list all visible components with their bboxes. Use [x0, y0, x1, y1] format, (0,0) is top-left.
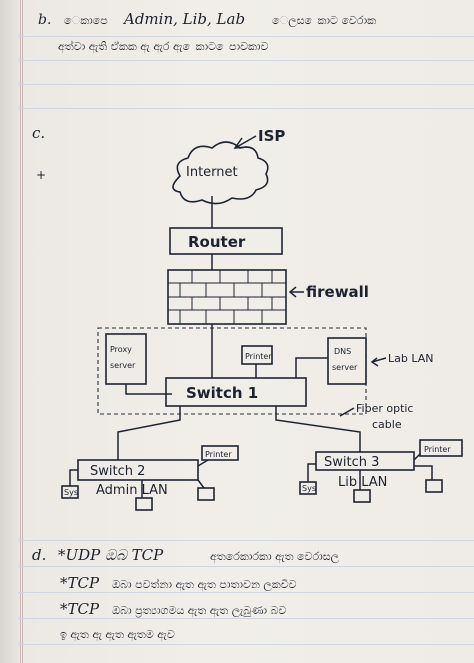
switch2-label: Switch 2: [90, 464, 145, 479]
header-line-1-rest: ෙලස ෙකාට වෙරාක: [272, 14, 377, 27]
switch3-label: Switch 3: [324, 455, 379, 470]
link-switch3-pc-left: [307, 463, 316, 482]
printer-center-label: Printer: [245, 352, 272, 361]
ruled-line: [18, 36, 474, 37]
lib-pc-right-icon: [425, 479, 443, 493]
ruled-line: [18, 618, 474, 619]
dns-server-label-2: server: [332, 363, 358, 372]
admin-pc-left-icon: [61, 485, 79, 499]
firewall-arrow-head: [288, 286, 297, 298]
section-d-line-3-latin: *TCP: [60, 600, 100, 618]
lib-pc-mid-icon: [353, 489, 371, 503]
admin-pc-left-tag: Sys: [64, 488, 78, 497]
printer-center-box: [241, 345, 273, 365]
proxy-server-box: [105, 333, 147, 385]
admin-pc-right-icon: [197, 487, 215, 501]
lab-lan-arrow-head: [370, 357, 379, 367]
link-switch3-pc-right: [414, 465, 433, 480]
question-number-b: b.: [38, 12, 52, 28]
link-switch2-pc-left: [69, 469, 78, 486]
ruled-line: [18, 540, 474, 541]
ruled-line: [18, 84, 474, 85]
link-switch2-pc-right: [197, 479, 205, 489]
internet-cloud-icon: [172, 141, 269, 205]
fiber-arrow: [339, 407, 355, 417]
printer-left-box: [201, 445, 239, 461]
header-line-1-script: ෙකාපෙ: [64, 14, 108, 27]
isp-label: ISP: [258, 127, 285, 145]
section-d-line-4: ඉ ඇත ඇ ඇත ඇතම ඇව: [60, 628, 175, 641]
switch1-box: [165, 377, 307, 407]
section-d-line-1-rest: අතරෙකාරකා ඇත වෙරාසල: [210, 550, 340, 563]
dns-server-box: [327, 337, 367, 385]
internet-label: Internet: [186, 165, 238, 180]
printer-right-box: [419, 439, 463, 457]
printer-left-label: Printer: [205, 450, 232, 459]
ruled-line: [18, 592, 474, 593]
ruled-line: [18, 60, 474, 61]
margin-line: [20, 0, 21, 663]
admin-lan-label: Admin LAN: [96, 483, 168, 498]
printer-right-label: Printer: [424, 445, 451, 454]
margin-marker: +: [36, 168, 47, 182]
section-d-line-1-latin: *UDP ඔබ TCP: [58, 546, 164, 564]
question-number-d: d.: [32, 546, 47, 564]
router-label: Router: [188, 233, 246, 251]
firewall-label: firewall: [306, 283, 369, 301]
ruled-line: [18, 644, 474, 645]
dns-server-label-1: DNS: [334, 347, 351, 356]
admin-pc-mid-icon: [135, 497, 153, 511]
proxy-server-label-2: server: [110, 361, 136, 370]
lib-lan-label: Lib LAN: [338, 475, 387, 490]
proxy-server-label-1: Proxy: [110, 345, 132, 354]
link-switch1-switch2: [117, 406, 181, 460]
link-switch2-printer: [197, 459, 209, 467]
fiber-label-2: cable: [372, 418, 402, 431]
lib-pc-left-tag: Sys: [302, 484, 316, 493]
router-box: [169, 227, 283, 255]
switch1-label: Switch 1: [186, 384, 258, 402]
header-line-2: අත්වා ඇති ඒකක ඇ ඇර ඇ ෙකාට ෙපාවකාව: [58, 40, 269, 53]
section-d-line-3-rest: ඔබා ප්‍රත්‍යාගමය ඇත ඇත ලැබුණා බව: [112, 604, 287, 617]
link-switch3-printer: [413, 453, 421, 461]
lab-lan-arrow: [371, 357, 387, 363]
link-switch1-switch3: [275, 406, 361, 452]
section-d-line-2-latin: *TCP: [60, 574, 100, 592]
link-dns-switch1: [295, 357, 328, 378]
fiber-label-1: Fiber optic: [356, 402, 413, 415]
lab-lan-label: Lab LAN: [388, 352, 433, 365]
link-proxy-switch1: [125, 384, 172, 395]
margin-line: [22, 0, 23, 663]
lib-pc-left-icon: [299, 481, 317, 495]
firewall-icon: [167, 269, 287, 325]
header-line-1-latin: Admin, Lib, Lab: [124, 10, 246, 28]
switch3-box: [315, 451, 415, 471]
section-d-line-2-rest: ඔබා පවත්නා ඇත ඇත පාතාවන ලකවිව: [112, 578, 297, 591]
ruled-line: [18, 108, 474, 109]
ruled-line: [18, 566, 474, 567]
question-number-c: c.: [32, 124, 46, 142]
